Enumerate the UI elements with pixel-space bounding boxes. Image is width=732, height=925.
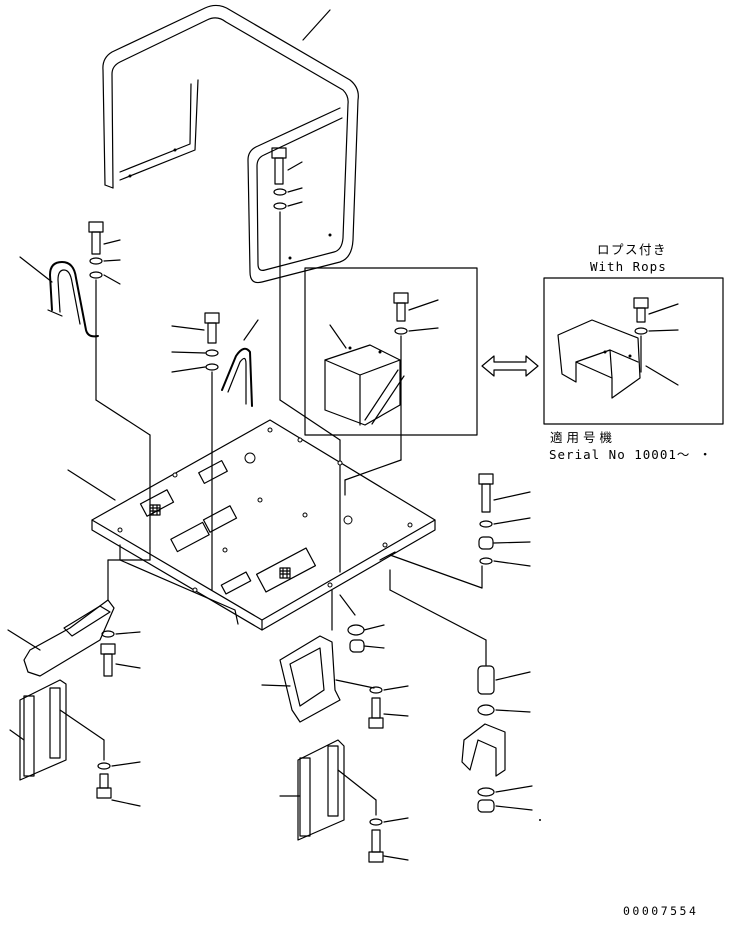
guard-rail	[102, 4, 359, 284]
center-handrail	[171, 312, 259, 591]
drawing-number: 00007554	[623, 904, 699, 918]
center-front-bracket	[261, 589, 409, 729]
bolt-set-rail	[271, 147, 341, 573]
applicable-label-jp: 適用号機	[550, 430, 617, 445]
right-bolt-stack	[389, 473, 531, 589]
grid-pattern-b	[279, 567, 291, 579]
grid-pattern-a	[149, 504, 161, 516]
center-rear-post	[279, 739, 409, 863]
left-handrail	[19, 221, 151, 549]
left-front-bracket	[7, 547, 151, 677]
rops-label-jp: ロプス付き	[597, 242, 668, 257]
floor-plate	[67, 419, 436, 631]
center-box-frame	[304, 267, 478, 496]
rops-box-frame	[543, 277, 724, 425]
rops-label-en: With Rops	[590, 259, 667, 274]
double-arrow-icon	[481, 355, 539, 377]
left-rear-post	[9, 679, 141, 807]
right-lower-stack	[389, 569, 541, 821]
serial-number-label: Serial No 10001～ ・	[549, 447, 713, 462]
